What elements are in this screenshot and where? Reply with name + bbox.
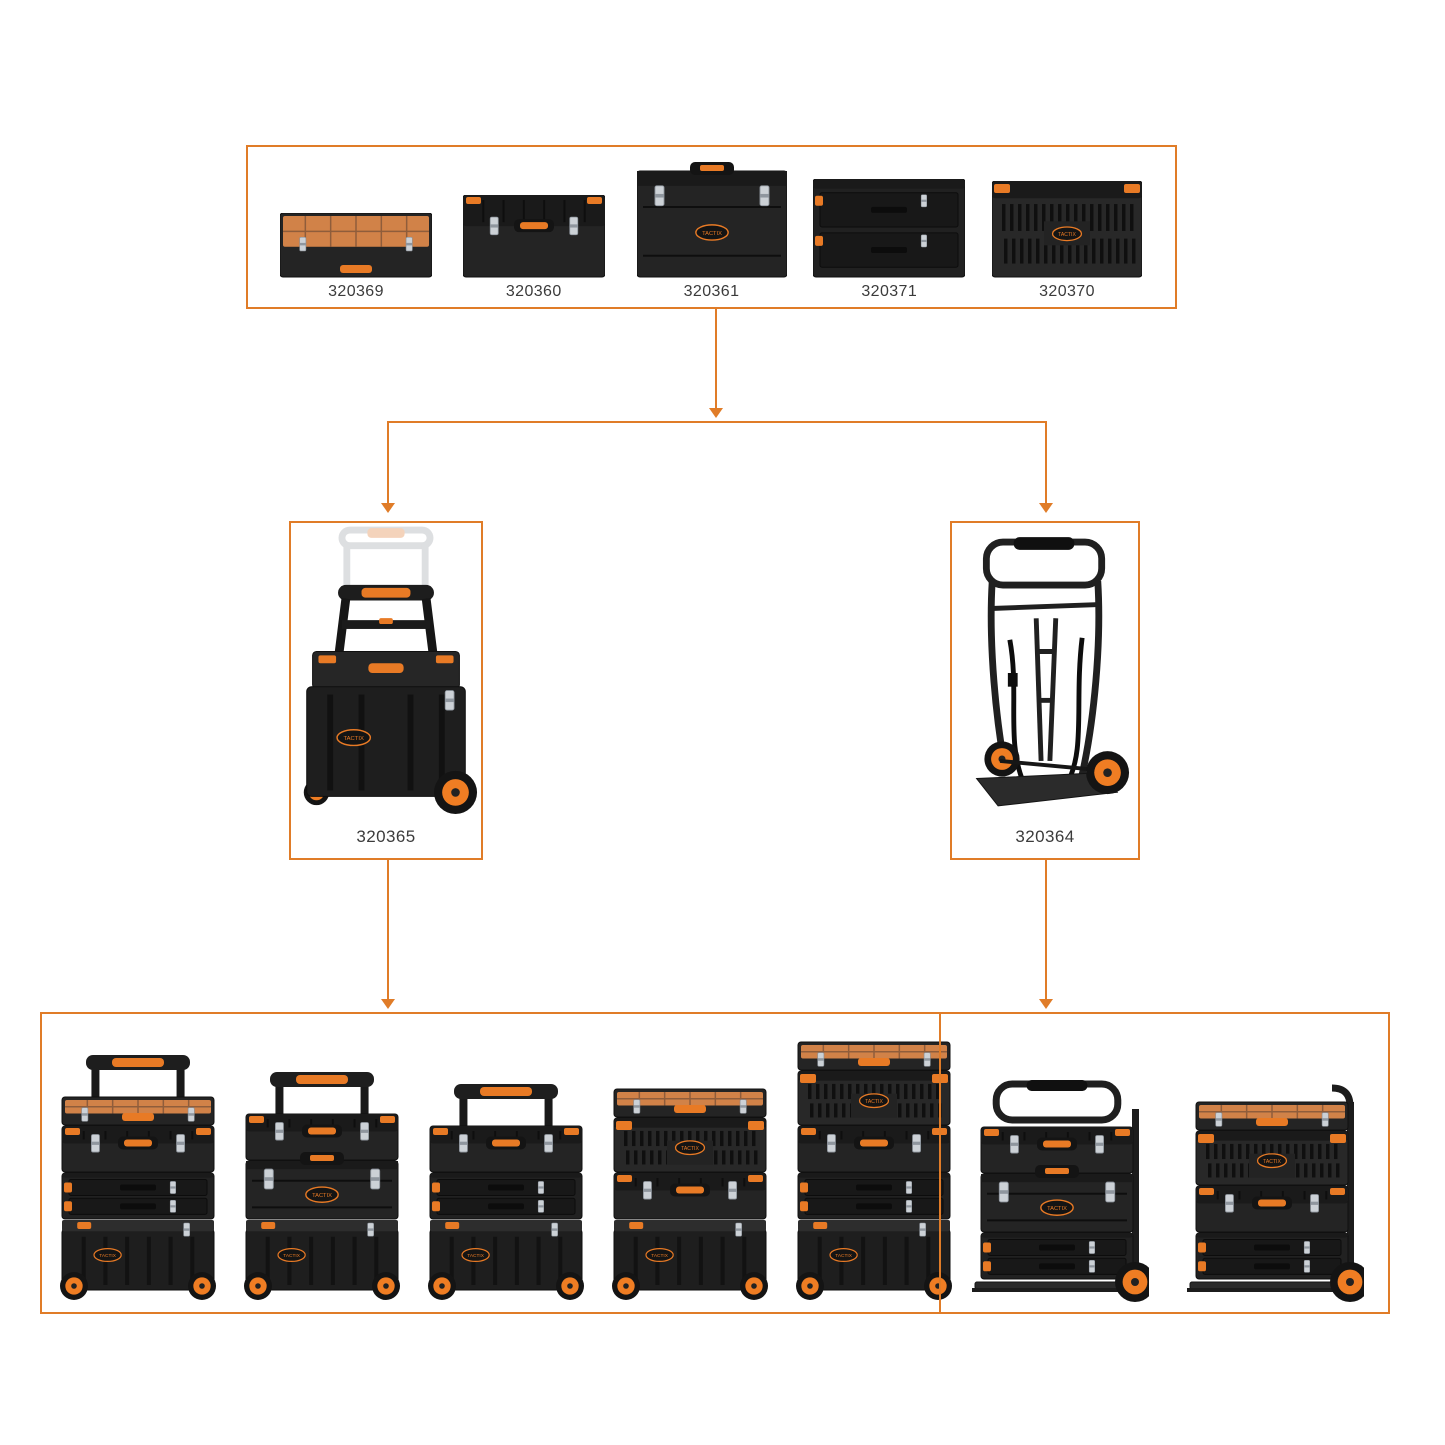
product-cell-320369: 320369: [270, 165, 442, 301]
hand-truck-group: 320364: [950, 521, 1140, 860]
rolling-cart-group: TACTIX 320365: [289, 521, 483, 860]
combo-stack-2: TACTIX TACTIX: [230, 1070, 414, 1302]
hand-truck-image: [959, 523, 1131, 823]
connector-right-branch: [1045, 421, 1047, 504]
deep-toolbox-image: TACTIX: [636, 162, 787, 279]
arrow-down-icon: [1039, 503, 1053, 513]
product-code-320365: 320365: [356, 827, 416, 846]
connector-truck-to-combos: [1045, 860, 1047, 1000]
svg-text:TACTIX: TACTIX: [835, 1253, 853, 1259]
tool-case-image: [462, 165, 605, 279]
connector-cart-to-combos: [387, 860, 389, 1000]
product-cell-320361: TACTIX 320361: [626, 162, 798, 301]
svg-text:TACTIX: TACTIX: [99, 1253, 117, 1259]
combo-stack-1: TACTIX: [46, 1053, 230, 1302]
arrow-down-icon: [1039, 999, 1053, 1009]
svg-text:TACTIX: TACTIX: [681, 1146, 699, 1152]
product-code-320371: 320371: [861, 283, 918, 300]
combo-stack-7: TACTIX: [1180, 1076, 1365, 1302]
product-code-320361: 320361: [683, 283, 740, 300]
svg-text:TACTIX: TACTIX: [283, 1253, 301, 1259]
combo-stack-4: TACTIX TACTIX: [598, 1083, 782, 1302]
product-code-320369: 320369: [328, 283, 384, 300]
drawer-unit-image: [813, 165, 966, 279]
product-cell-320371: 320371: [803, 165, 975, 301]
connector-left-branch: [387, 421, 389, 504]
connector-split-horizontal: [388, 421, 1047, 423]
arrow-down-icon: [381, 999, 395, 1009]
cart-combinations-panel: TACTIX TACTIX: [42, 1014, 952, 1312]
product-code-320360: 320360: [505, 283, 562, 300]
connector-top-vertical: [715, 309, 717, 408]
combo-stack-3: TACTIX: [414, 1082, 598, 1302]
svg-text:TACTIX: TACTIX: [1058, 232, 1076, 238]
organizer-case-image: [280, 165, 432, 279]
truck-combinations-panel: TACTIX TACTIX: [939, 1014, 1388, 1312]
svg-text:TACTIX: TACTIX: [1263, 1159, 1281, 1165]
product-code-320370: 320370: [1039, 283, 1095, 300]
arrow-down-icon: [709, 408, 723, 418]
svg-text:TACTIX: TACTIX: [467, 1253, 485, 1259]
arrow-down-icon: [381, 503, 395, 513]
rolling-cart-image: TACTIX: [293, 523, 479, 823]
stack-combinations-group: TACTIX TACTIX: [40, 1012, 1390, 1314]
svg-text:TACTIX: TACTIX: [312, 1193, 332, 1199]
product-cell-320360: 320360: [448, 165, 620, 301]
crate-image: TACTIX: [992, 165, 1142, 279]
product-code-320364: 320364: [1015, 827, 1075, 846]
combo-stack-6: TACTIX: [965, 1079, 1149, 1302]
svg-text:TACTIX: TACTIX: [343, 736, 363, 742]
modular-boxes-group: 320369 320360 TACTIX 320361: [246, 145, 1177, 309]
product-cell-320370: TACTIX 320370: [981, 165, 1153, 301]
svg-text:TACTIX: TACTIX: [651, 1253, 669, 1259]
svg-text:TACTIX: TACTIX: [702, 231, 722, 237]
svg-text:TACTIX: TACTIX: [865, 1099, 883, 1105]
svg-text:TACTIX: TACTIX: [1047, 1206, 1067, 1212]
